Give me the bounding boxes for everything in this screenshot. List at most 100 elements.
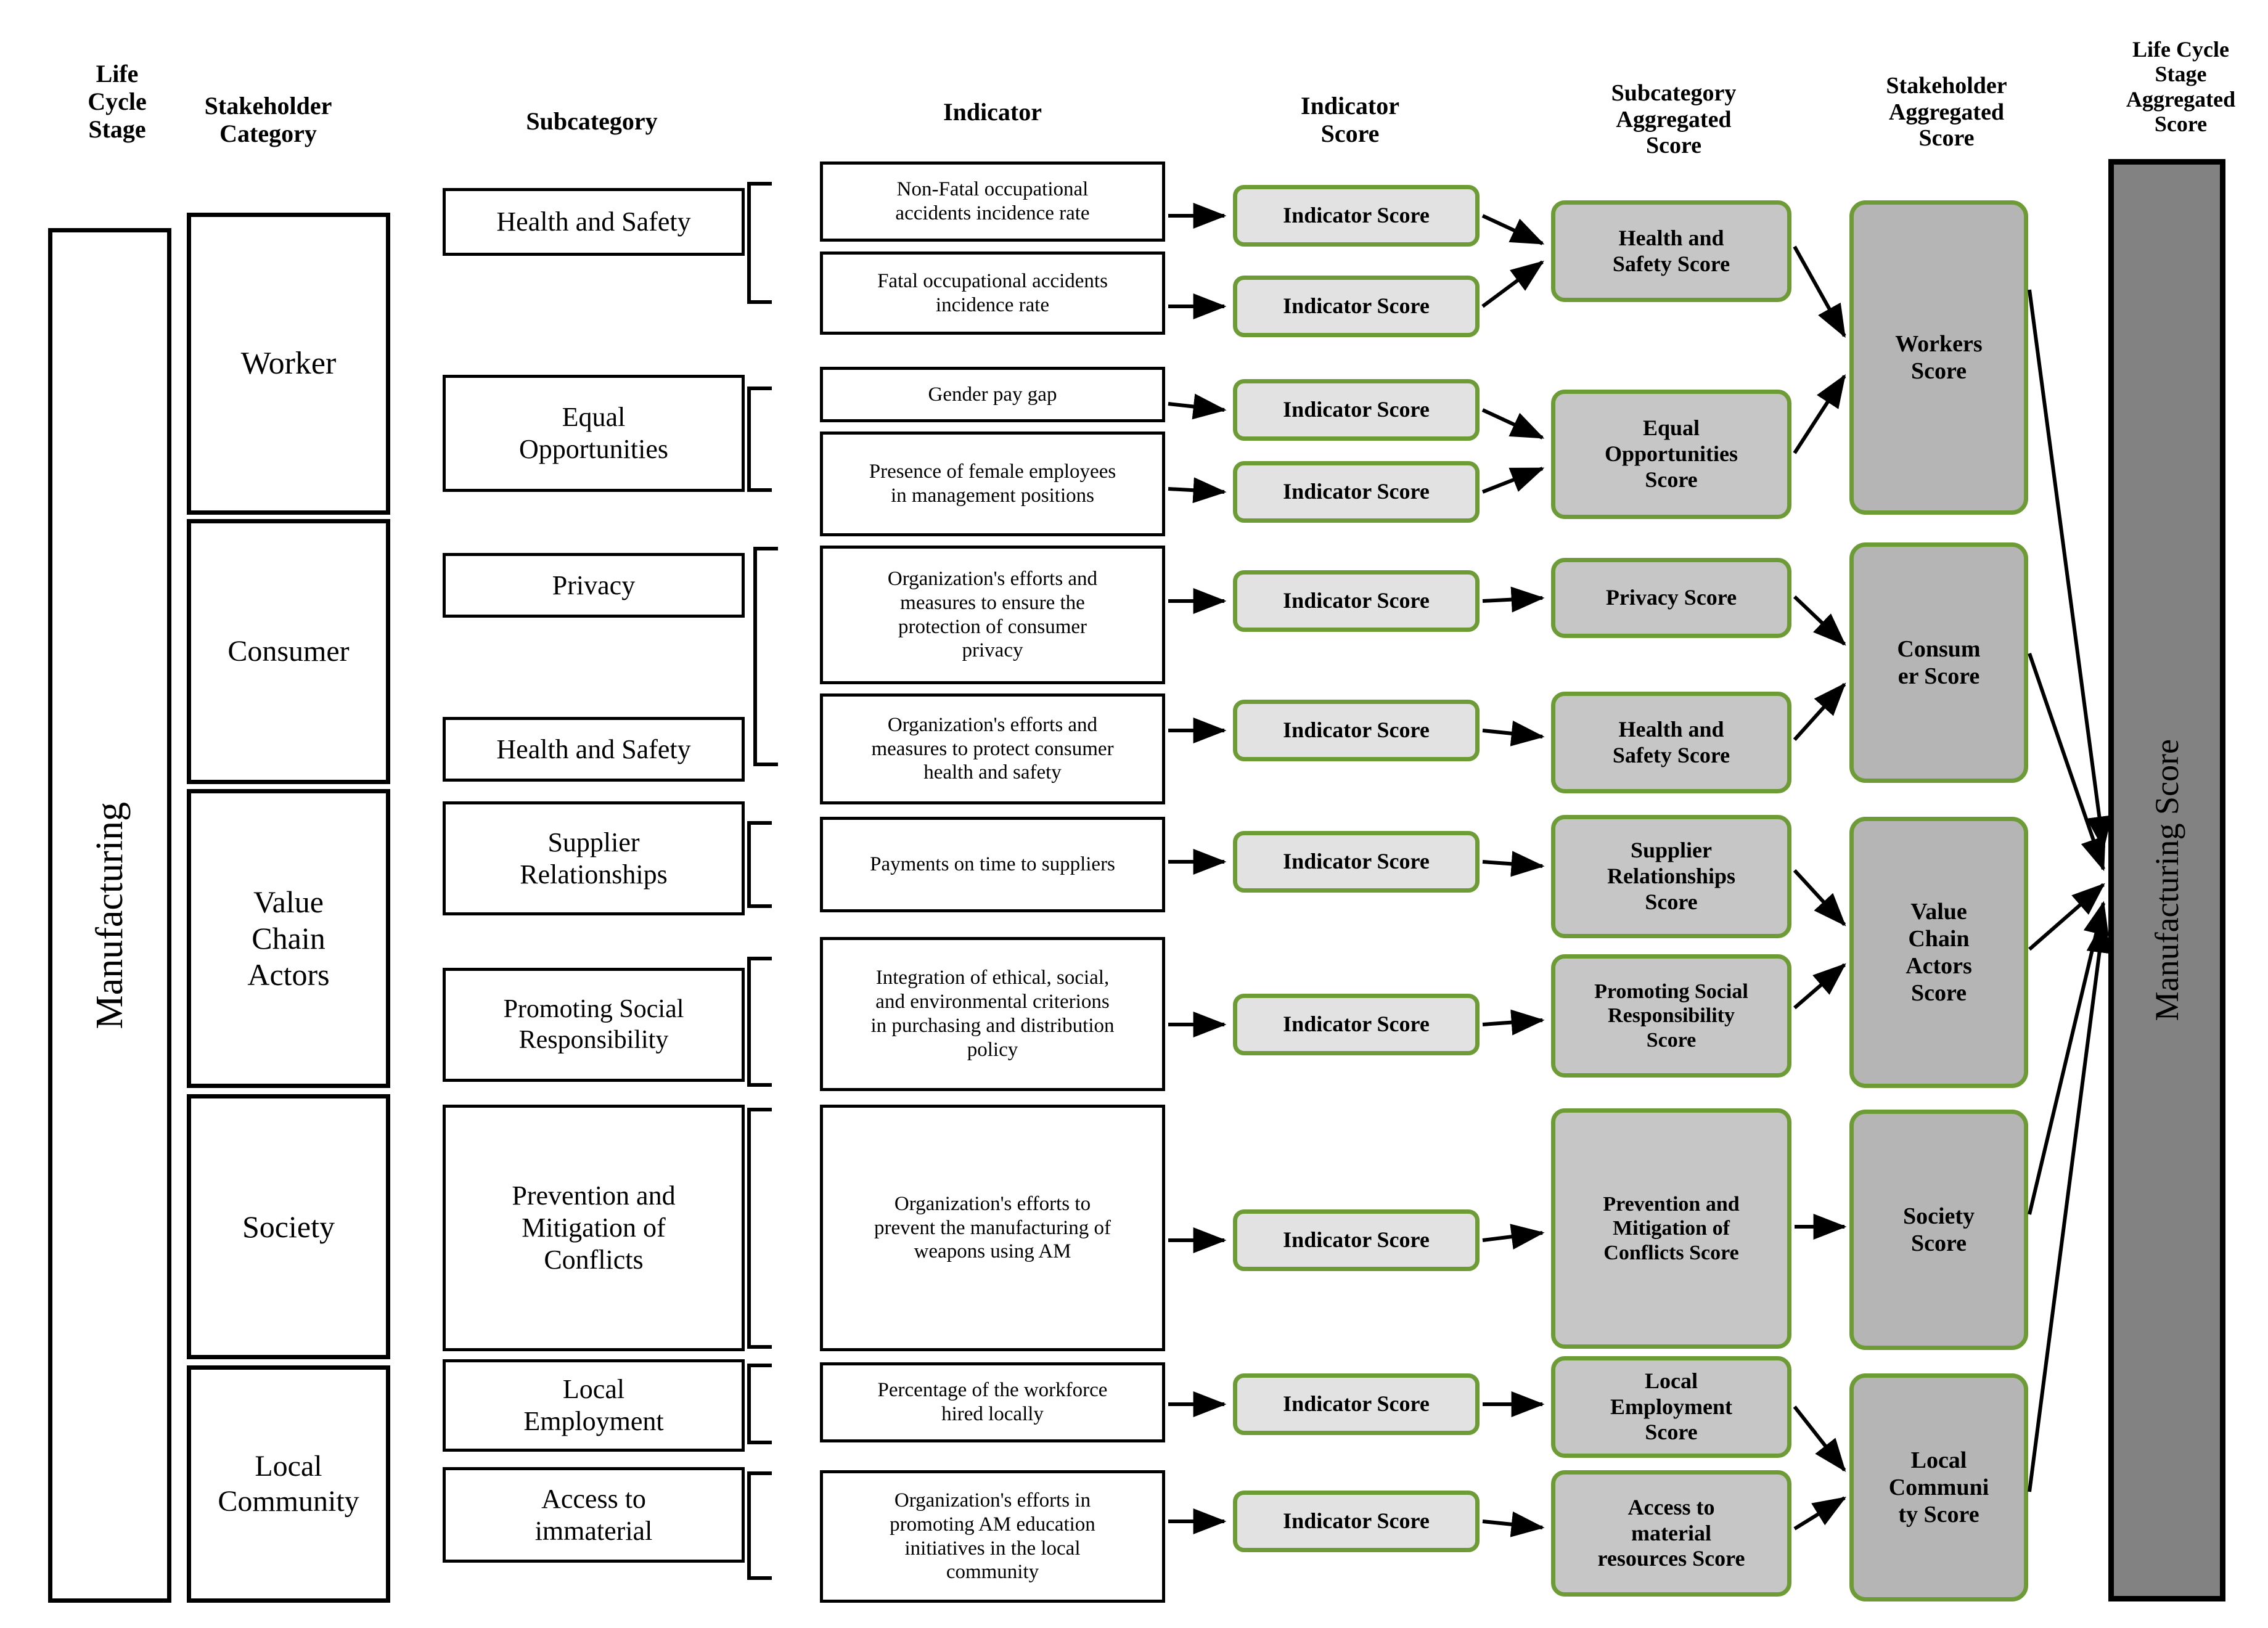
- indicator-box-prevent-weapons-manufacturing[interactable]: Organization's efforts to prevent the ma…: [820, 1105, 1165, 1351]
- stakeholder-category-box-consumer[interactable]: Consumer: [187, 519, 390, 784]
- subcategory-box-health-and-safety-consumer[interactable]: Health and Safety: [443, 717, 745, 782]
- indicator-score-box-2[interactable]: Indicator Score: [1233, 276, 1480, 337]
- arrow-score-to-subcategory-8: [1482, 1009, 1545, 1036]
- subcategory-box-access-to-immaterial[interactable]: Access to immaterial: [443, 1467, 745, 1563]
- indicator-score-box-8[interactable]: Indicator Score: [1233, 994, 1480, 1055]
- bracket-access-to-immaterial: [747, 1471, 772, 1580]
- indicator-box-am-education-initiatives[interactable]: Organization's efforts in promoting AM e…: [820, 1470, 1165, 1603]
- stakeholder-category-box-local-community[interactable]: Local Community: [187, 1365, 390, 1603]
- indicator-score-label: Indicator Score: [1283, 849, 1430, 874]
- header-subcategory-aggregated-score: Subcategory Aggregated Score: [1611, 80, 1737, 159]
- subcategory-score-box-health-and-safety-consumer[interactable]: Health and Safety Score: [1551, 692, 1791, 793]
- indicator-box-ethical-social-environmental-criterions[interactable]: Integration of ethical, social, and envi…: [820, 937, 1165, 1091]
- indicator-box-female-employees-management[interactable]: Presence of female employees in manageme…: [820, 432, 1165, 536]
- subcategory-box-health-and-safety-worker[interactable]: Health and Safety: [443, 188, 745, 256]
- arrow-stakeholder-to-final-2: [2028, 653, 2106, 872]
- subcategory-score-label: Supplier Relationships Score: [1607, 838, 1736, 914]
- arrow-subcategory-to-stakeholder-4: [1793, 682, 1846, 742]
- bracket-privacy-health-safety-consumer: [753, 547, 778, 766]
- indicator-score-box-9[interactable]: Indicator Score: [1233, 1209, 1480, 1271]
- arrow-score-to-subcategory-4: [1481, 467, 1545, 494]
- arrow-subcategory-to-stakeholder-6: [1793, 963, 1846, 1010]
- indicator-score-box-6[interactable]: Indicator Score: [1233, 700, 1480, 761]
- arrow-subcategory-to-stakeholder-8: [1793, 1405, 1846, 1472]
- subcategory-box-supplier-relationships[interactable]: Supplier Relationships: [443, 801, 745, 915]
- indicator-label: Organization's efforts and measures to p…: [871, 713, 1114, 784]
- subcategory-box-equal-opportunities[interactable]: Equal Opportunities: [443, 375, 745, 492]
- stakeholder-score-label: Value Chain Actors Score: [1906, 898, 1972, 1007]
- indicator-label: Gender pay gap: [928, 383, 1057, 406]
- arrow-score-to-subcategory-7: [1482, 851, 1545, 877]
- indicator-score-box-3[interactable]: Indicator Score: [1233, 379, 1480, 441]
- life-cycle-stage-box[interactable]: Manufacturing: [48, 228, 171, 1603]
- arrow-subcategory-to-stakeholder-2: [1793, 374, 1846, 454]
- stakeholder-score-label: Society Score: [1902, 1203, 1975, 1256]
- arrow-stakeholder-to-final-3: [2028, 883, 2105, 951]
- bracket-health-and-safety-worker: [747, 182, 772, 304]
- stakeholder-score-box-local-community[interactable]: Local Communi ty Score: [1849, 1373, 2028, 1601]
- bracket-equal-opportunities: [747, 387, 772, 492]
- arrow-score-to-subcategory-1: [1481, 214, 1545, 245]
- header-stakeholder-category: Stakeholder Category: [204, 92, 332, 147]
- indicator-label: Payments on time to suppliers: [870, 853, 1115, 876]
- indicator-box-consumer-privacy-protection[interactable]: Organization's efforts and measures to e…: [820, 546, 1165, 684]
- indicator-score-box-5[interactable]: Indicator Score: [1233, 570, 1480, 632]
- subcategory-label: Health and Safety: [496, 207, 691, 237]
- stakeholder-score-box-society[interactable]: Society Score: [1849, 1110, 2028, 1350]
- stakeholder-score-box-workers[interactable]: Workers Score: [1849, 200, 2028, 515]
- indicator-score-box-11[interactable]: Indicator Score: [1233, 1491, 1480, 1552]
- subcategory-box-promoting-social-responsibility[interactable]: Promoting Social Responsibility: [443, 968, 745, 1082]
- indicator-score-box-1[interactable]: Indicator Score: [1233, 185, 1480, 247]
- subcategory-score-box-privacy[interactable]: Privacy Score: [1551, 558, 1791, 638]
- indicator-box-non-fatal-accidents[interactable]: Non-Fatal occupational accidents inciden…: [820, 162, 1165, 242]
- subcategory-score-box-prevention-and-mitigation-of-conflicts[interactable]: Prevention and Mitigation of Conflicts S…: [1551, 1108, 1791, 1349]
- arrow-subcategory-to-stakeholder-5: [1793, 869, 1846, 926]
- indicator-box-fatal-accidents[interactable]: Fatal occupational accidents incidence r…: [820, 252, 1165, 335]
- subcategory-score-label: Access to material resources Score: [1597, 1494, 1745, 1571]
- arrow-subcategory-to-stakeholder-1: [1793, 245, 1846, 338]
- indicator-box-payments-on-time[interactable]: Payments on time to suppliers: [820, 817, 1165, 912]
- subcategory-label: Privacy: [552, 570, 636, 600]
- subcategory-score-box-supplier-relationships[interactable]: Supplier Relationships Score: [1551, 815, 1791, 938]
- stakeholder-category-label: Consumer: [227, 634, 350, 668]
- subcategory-score-box-health-and-safety-worker[interactable]: Health and Safety Score: [1551, 200, 1791, 302]
- subcategory-score-box-equal-opportunities[interactable]: Equal Opportunities Score: [1551, 390, 1791, 519]
- stakeholder-score-label: Workers Score: [1895, 330, 1983, 384]
- subcategory-score-label: Local Employment Score: [1610, 1368, 1732, 1445]
- subcategory-box-privacy[interactable]: Privacy: [443, 553, 745, 618]
- subcategory-box-prevention-and-mitigation-of-conflicts[interactable]: Prevention and Mitigation of Conflicts: [443, 1105, 745, 1351]
- subcategory-box-local-employment[interactable]: Local Employment: [443, 1359, 745, 1452]
- header-indicator-score: Indicator Score: [1301, 92, 1399, 147]
- indicator-label: Organization's efforts to prevent the ma…: [874, 1192, 1111, 1263]
- subcategory-score-label: Prevention and Mitigation of Conflicts S…: [1603, 1192, 1740, 1264]
- stakeholder-score-box-consumer[interactable]: Consum er Score: [1849, 542, 2028, 783]
- header-indicator: Indicator: [943, 98, 1042, 126]
- indicator-score-label: Indicator Score: [1283, 293, 1430, 319]
- indicator-score-box-10[interactable]: Indicator Score: [1233, 1373, 1480, 1435]
- indicator-box-gender-pay-gap[interactable]: Gender pay gap: [820, 367, 1165, 422]
- indicator-box-workforce-hired-locally[interactable]: Percentage of the workforce hired locall…: [820, 1362, 1165, 1442]
- subcategory-score-box-promoting-social-responsibility[interactable]: Promoting Social Responsibility Score: [1551, 954, 1791, 1078]
- indicator-score-label: Indicator Score: [1283, 203, 1430, 228]
- indicator-box-consumer-health-safety[interactable]: Organization's efforts and measures to p…: [820, 693, 1165, 804]
- indicator-score-box-7[interactable]: Indicator Score: [1233, 831, 1480, 893]
- arrow-score-to-subcategory-11: [1482, 1511, 1545, 1537]
- subcategory-score-box-local-employment[interactable]: Local Employment Score: [1551, 1356, 1791, 1458]
- stakeholder-category-box-value-chain-actors[interactable]: Value Chain Actors: [187, 789, 390, 1088]
- indicator-label: Integration of ethical, social, and envi…: [870, 967, 1115, 1061]
- indicator-score-label: Indicator Score: [1283, 1508, 1430, 1534]
- stakeholder-score-box-value-chain-actors[interactable]: Value Chain Actors Score: [1849, 817, 2028, 1088]
- life-cycle-stage-score-label: Manufacturing Score: [2148, 739, 2185, 1021]
- subcategory-score-box-access-to-material-resources[interactable]: Access to material resources Score: [1551, 1470, 1791, 1597]
- life-cycle-stage-score-box[interactable]: Manufacturing Score: [2108, 159, 2225, 1601]
- indicator-score-label: Indicator Score: [1283, 397, 1430, 422]
- indicator-score-box-4[interactable]: Indicator Score: [1233, 461, 1480, 523]
- stakeholder-score-label: Consum er Score: [1897, 636, 1981, 689]
- bracket-supplier-relationships: [747, 821, 772, 908]
- stakeholder-category-box-society[interactable]: Society: [187, 1094, 390, 1359]
- subcategory-label: Local Employment: [523, 1374, 664, 1436]
- stakeholder-category-box-worker[interactable]: Worker: [187, 213, 390, 515]
- arrow-score-to-subcategory-2: [1481, 260, 1544, 308]
- arrow-stakeholder-to-final-1: [2028, 289, 2113, 850]
